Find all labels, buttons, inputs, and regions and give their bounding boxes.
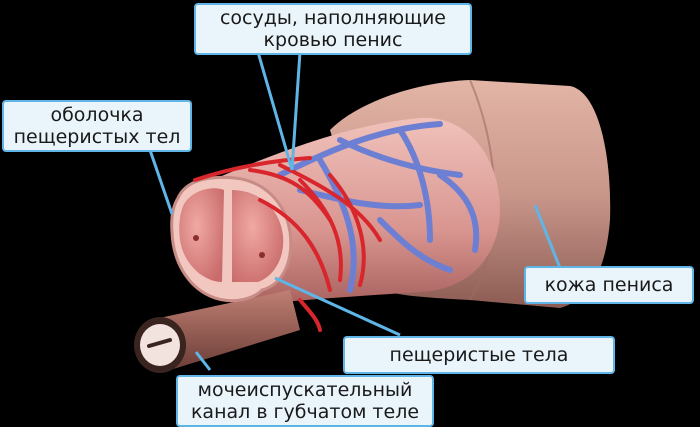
label-skin-line1: кожа пениса: [534, 274, 684, 296]
label-tunica: оболочка пещеристых тел: [2, 100, 192, 152]
label-urethra-line2: канал в губчатом теле: [186, 401, 424, 423]
artery-dot-left: [193, 235, 199, 241]
artery-dot-right: [259, 252, 265, 258]
urethra-lumen: [140, 324, 180, 366]
septum: [227, 186, 228, 290]
label-skin: кожа пениса: [524, 266, 694, 304]
label-tunica-line1: оболочка: [12, 104, 182, 126]
label-urethra: мочеиспускательный канал в губчатом теле: [176, 375, 434, 427]
label-vessels: сосуды, наполняющие кровью пенис: [194, 3, 472, 55]
label-cavernous-line1: пещеристые тела: [353, 344, 605, 366]
label-urethra-line1: мочеиспускательный: [186, 379, 424, 401]
label-vessels-line2: кровью пенис: [204, 29, 462, 51]
label-cavernous: пещеристые тела: [343, 336, 615, 374]
label-tunica-line2: пещеристых тел: [12, 126, 182, 148]
label-vessels-line1: сосуды, наполняющие: [204, 7, 462, 29]
